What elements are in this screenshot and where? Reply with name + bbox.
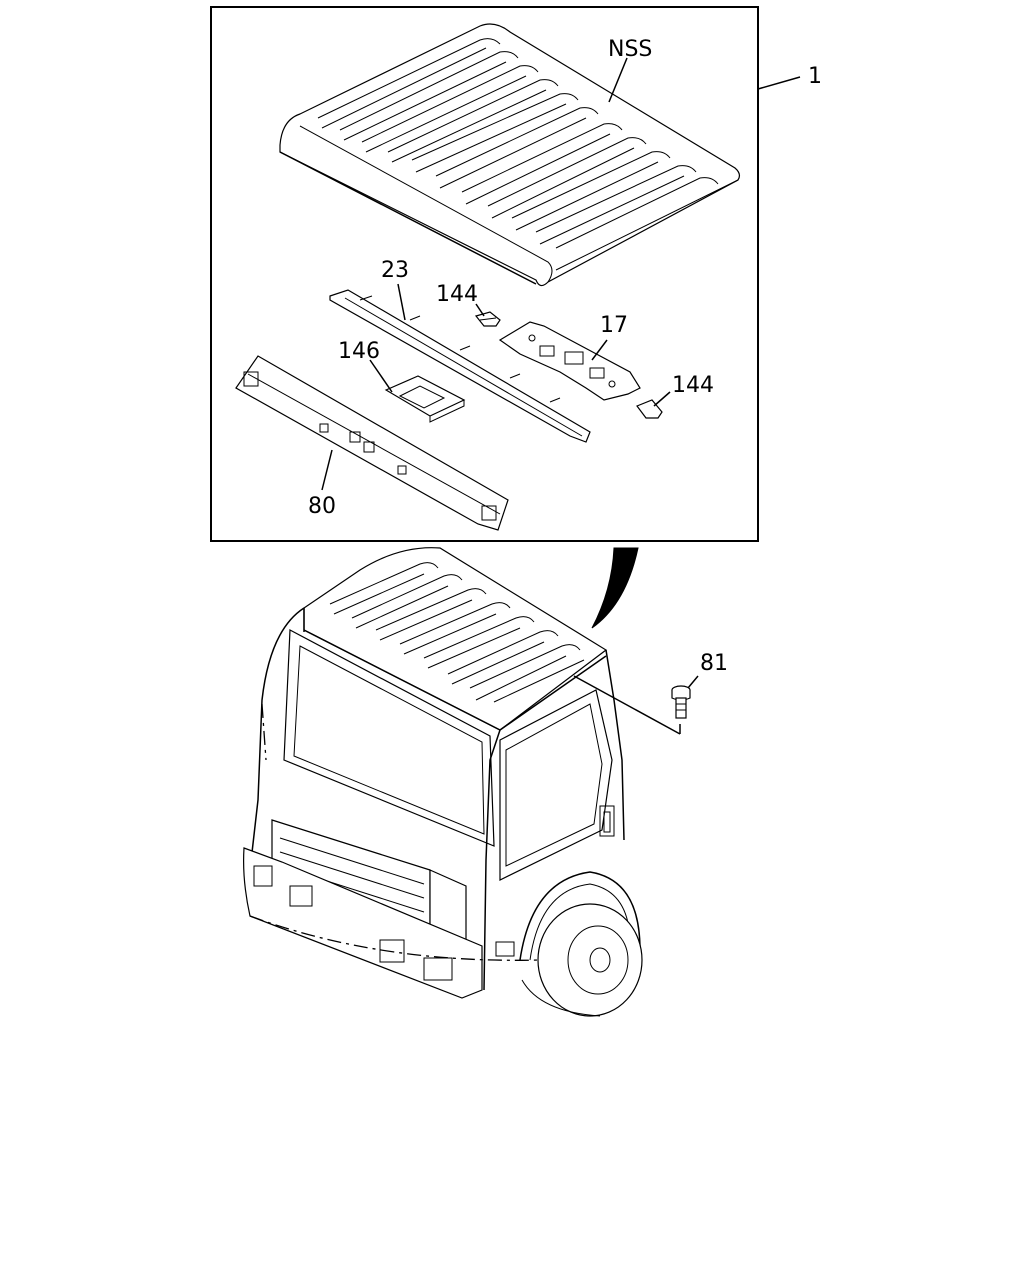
callout-assembly: 1 <box>808 64 822 89</box>
truck-cab <box>243 547 643 1017</box>
assembly-frame <box>210 6 759 542</box>
bolt-install-line <box>573 675 681 735</box>
callout-bracket: 146 <box>338 339 380 364</box>
plate-leader <box>591 339 608 361</box>
callout-front-rail: 80 <box>308 494 336 519</box>
clip-upper-leader <box>475 303 485 317</box>
roof-ribs <box>317 38 719 249</box>
clip-upper <box>474 311 501 327</box>
roof-panel-leader <box>608 57 628 103</box>
assembly-leader <box>757 76 801 90</box>
plate <box>498 321 641 401</box>
clip-lower-leader <box>653 391 671 407</box>
bracket <box>384 375 466 423</box>
wheel-arch <box>519 871 641 961</box>
cab-roof-ribs <box>329 562 585 703</box>
front-rail <box>235 355 509 531</box>
explode-pointer <box>591 547 639 629</box>
roof-panel <box>279 23 741 287</box>
callout-clip-upper: 144 <box>436 282 478 307</box>
bolt-leader <box>687 675 699 689</box>
front-rail-leader <box>321 449 333 491</box>
callout-plate: 17 <box>600 313 628 338</box>
rear-rail-leader <box>397 283 406 321</box>
bolt <box>671 685 691 719</box>
bracket-leader <box>369 359 393 393</box>
callout-roof-panel: NSS <box>608 37 652 62</box>
callout-clip-lower: 144 <box>672 373 714 398</box>
rear-rail <box>329 289 591 443</box>
callout-rear-rail: 23 <box>381 258 409 283</box>
callout-bolt: 81 <box>700 651 728 676</box>
door-handle <box>599 805 615 837</box>
